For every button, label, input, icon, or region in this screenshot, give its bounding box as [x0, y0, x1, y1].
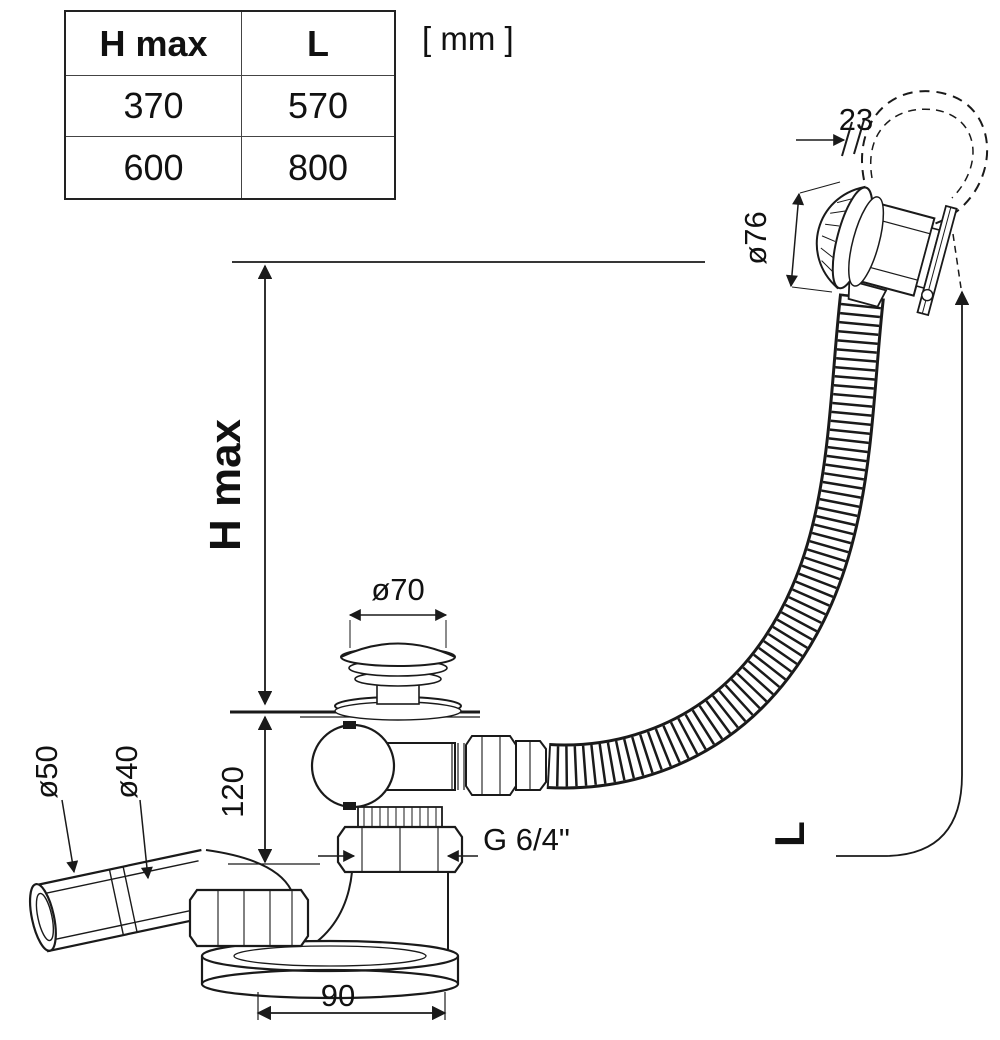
table-cell-hmax-370: 370	[66, 76, 242, 137]
dim-40: ø40	[109, 745, 153, 880]
dim-70: ø70	[348, 572, 448, 648]
dim-L: L	[766, 290, 970, 857]
dim-hmax: H max	[201, 261, 705, 706]
dim-thread-label: G 6/4"	[483, 822, 570, 857]
side-outlet-pipe	[28, 848, 310, 953]
table-cell-l-570: 570	[242, 76, 394, 137]
cap-hatching	[820, 198, 853, 273]
dimension-table: H max L 370 570 600 800	[64, 10, 396, 200]
dim-76: ø76	[738, 181, 841, 293]
table-cell-l-800: 800	[287, 146, 349, 188]
table-header-hmax: H max	[66, 12, 242, 76]
dim-70-label: ø70	[371, 572, 424, 607]
table-cell-hmax-600: 600	[66, 137, 242, 198]
dim-76-label: ø76	[738, 211, 773, 264]
dim-120-label: 120	[215, 766, 250, 818]
bottom-flange	[200, 939, 460, 1000]
dim-90-label: 90	[321, 978, 355, 1013]
dim-50: ø50	[29, 745, 79, 874]
dim-50-label: ø50	[29, 745, 64, 798]
overflow-cap	[815, 185, 958, 317]
dim-23: 23	[796, 102, 873, 157]
dim-thread: G 6/4"	[318, 822, 570, 862]
dim-hmax-label: H max	[201, 418, 250, 551]
dim-40-label: ø40	[109, 745, 144, 798]
dim-23-label: 23	[839, 102, 873, 137]
dim-L-label: L	[766, 821, 813, 847]
units-label: [ mm ]	[422, 20, 514, 57]
dim-120: 120	[215, 715, 320, 865]
table-header-l: L	[242, 12, 394, 76]
cable-dashed-loop	[861, 90, 988, 289]
corrugated-hose	[546, 293, 885, 790]
dim-90: 90	[256, 978, 447, 1021]
drain-plug	[334, 642, 462, 721]
tee-body	[310, 721, 547, 810]
waste-outlet-stack	[200, 806, 464, 1000]
